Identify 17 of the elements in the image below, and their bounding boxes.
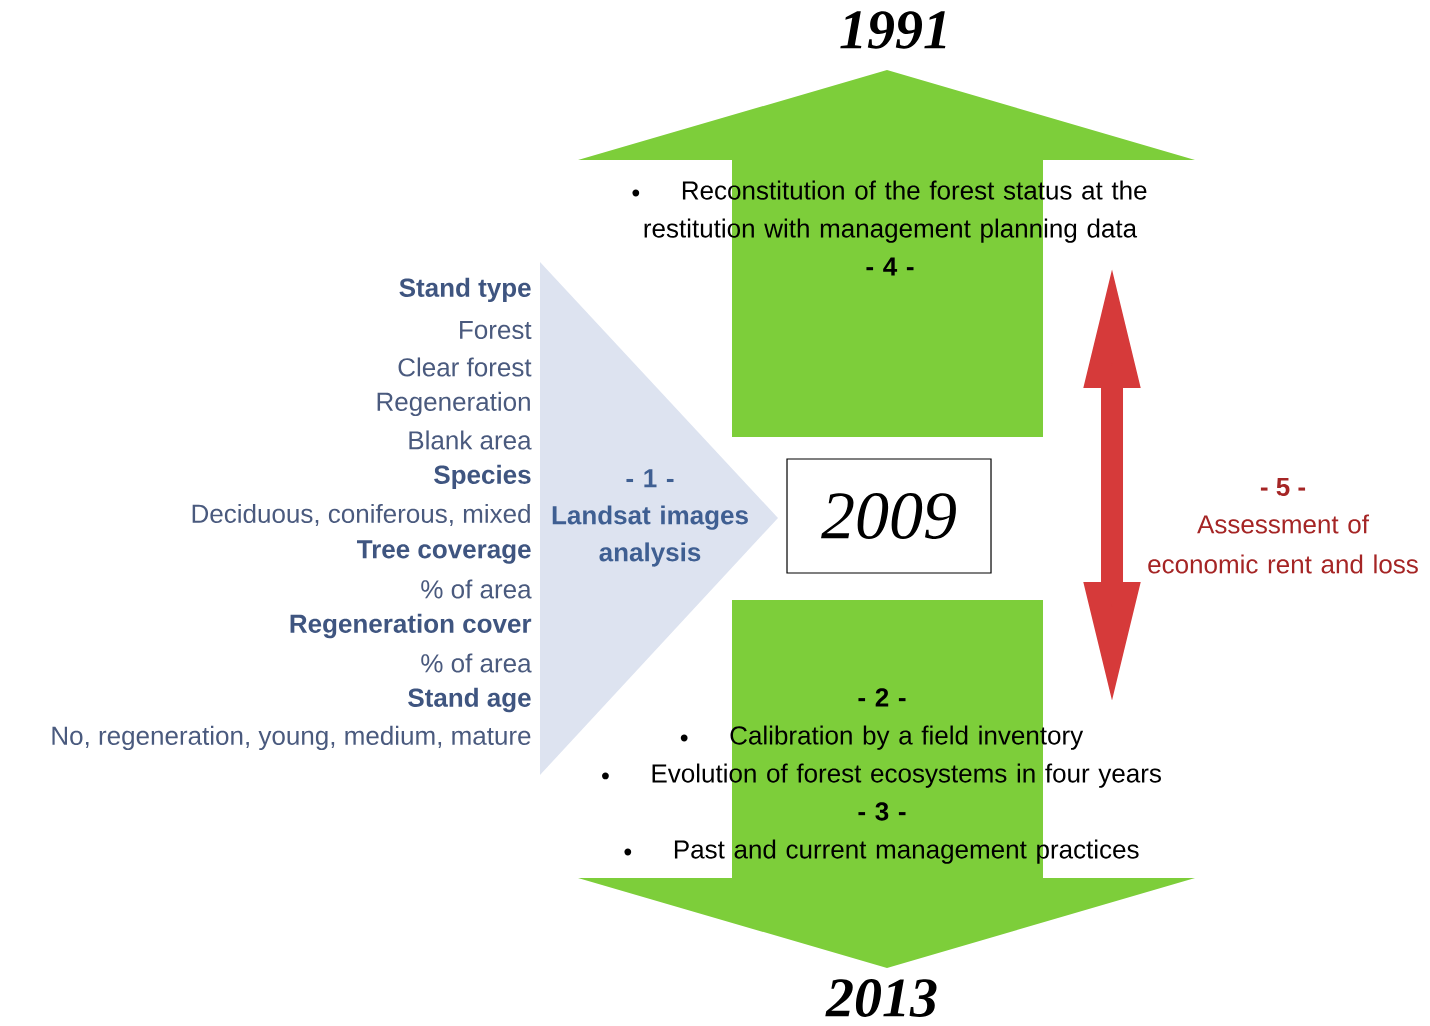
heading-text: Tree coverage xyxy=(357,540,531,564)
heading-text: Stand type xyxy=(399,277,531,303)
year-label: 2013 xyxy=(825,979,937,1017)
heading-text: Stand age xyxy=(408,687,531,713)
year-box: 2009 xyxy=(786,458,992,574)
list-item: Forest xyxy=(460,320,532,340)
list-item: Blank area xyxy=(409,430,532,450)
list-item: % of area xyxy=(421,579,532,599)
heading-text: Regeneration cover xyxy=(290,613,532,639)
year-label: 1991 xyxy=(840,11,946,49)
heading-text: Species xyxy=(434,464,531,490)
list-item: No, regeneration, young, medium, mature xyxy=(52,725,531,751)
note-text: Assessment of economic rent and loss xyxy=(1148,514,1418,574)
list-item: Regeneration xyxy=(377,391,530,417)
list-item: % of area xyxy=(421,653,532,673)
list-item: Clear forest xyxy=(398,357,532,377)
step-number: - 5 - xyxy=(1260,477,1306,497)
